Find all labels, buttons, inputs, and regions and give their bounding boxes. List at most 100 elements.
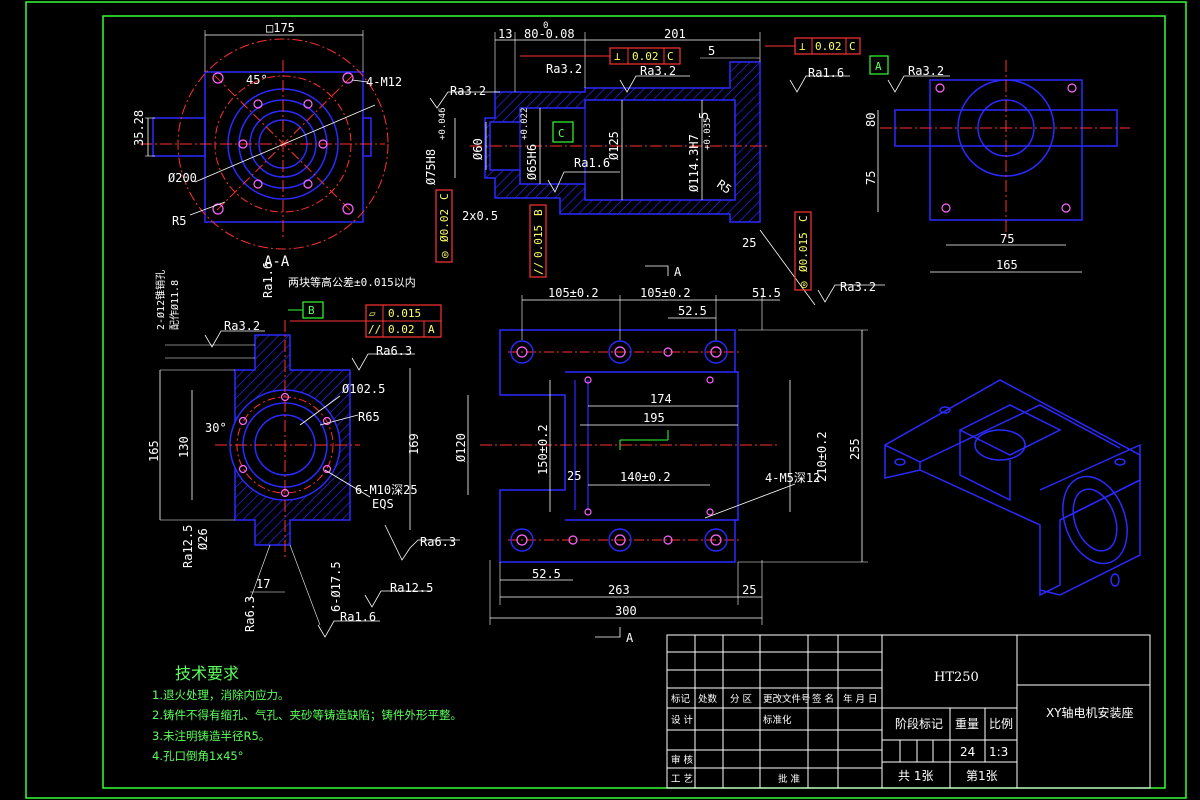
ra-12-5-aa-left: Ra12.5 [181,525,195,568]
tb-process: 工 艺 [671,774,693,785]
tb-mark: 标记 [671,693,691,705]
tb-sign: 签 名 [812,693,834,705]
svg-text:0.015: 0.015 [532,225,545,258]
svg-text:0.015: 0.015 [388,307,421,320]
dim-169-aa: 169 [407,433,421,455]
tb-scale-label: 比例 [989,717,1013,731]
dim-r5-front: R5 [172,214,186,228]
tb-stage-mark: 阶段标记 [895,716,943,731]
notes-title: 技术要求 [175,664,239,683]
ra-6-3-aa-lower: Ra6.3 [243,596,257,632]
svg-text:◎: ◎ [797,281,810,288]
dim-300: 300 [615,604,637,618]
ra-3-2-a: Ra3.2 [546,62,582,76]
right-view: 80 75 75 165 A Ra3.2 [864,55,1130,273]
tb-zone: 分 区 [730,694,753,705]
svg-text:0.02: 0.02 [632,50,659,63]
fit-114h7: +0.035 [703,117,713,150]
ra-3-2-c: Ra3.2 [450,84,486,98]
svg-text:B: B [532,209,545,216]
dim-201: 201 [664,27,686,41]
section-left-view: A-A Ra1.6 2-Ø12锥销孔 配作Ø11.8 Ra3.2 Ra6.3 3… [147,254,460,638]
svg-text://: // [368,323,381,336]
dim-80: 80-0.08 [524,27,575,41]
ra-6-3-aa-bottom: Ra6.3 [420,535,456,549]
dim-45deg: 45° [246,73,268,87]
dim-r65: R65 [358,410,380,424]
tb-sheet-no: 第1张 [966,769,998,783]
dim-5-top: 5 [708,44,715,58]
dim-75-right-v: 75 [864,171,878,185]
tb-count: 处数 [698,693,718,705]
dim-25-bottom-inner: 25 [567,469,581,483]
ra-1-6-aa: Ra1.6 [261,262,275,298]
datum-c: C [558,127,565,140]
inner-frame [102,15,1166,789]
tb-standard: 标准化 [763,714,792,726]
svg-text:0.02: 0.02 [815,40,842,53]
svg-text:◎: ◎ [438,251,451,258]
dim-30deg: 30° [205,421,227,435]
note-3: 3.未注明铸造半径R5。 [152,729,270,743]
bolt-circle [177,38,389,250]
svg-text:Ø0.015: Ø0.015 [797,232,810,272]
ra-3-2-aa: Ra3.2 [224,319,260,333]
tol-frame-2: ⊥ 0.02 C [765,37,861,55]
dim-match-11-8: 配作Ø11.8 [169,280,181,330]
dim-150: 150±0.2 [536,424,550,475]
front-view: □175 45° 4-M12 35.28 Ø200 R5 [132,21,402,250]
dim-165-aa: 165 [147,440,161,462]
bottom-view: 105±0.2 105±0.2 51.5 52.5 174 195 Ø120 1… [454,265,868,645]
dim-255: 255 [848,438,862,460]
section-top-view: 13 80-0.08 0 201 5 Ra3.2 Ra3.2 Ra1.6 Ra3… [424,21,885,306]
svg-text:C: C [849,40,856,53]
isometric-view [884,379,1141,597]
dim-165-right: 165 [996,258,1018,272]
drawing-title: XY轴电机安装座 [1046,705,1134,720]
dim-13: 13 [498,27,512,41]
title-block [666,634,1151,789]
ra-6-3-aa-top: Ra6.3 [376,344,412,358]
dim-square-175: □175 [266,21,295,35]
view-label-a-bottom: A [626,631,634,645]
tb-scale: 1:3 [989,745,1008,759]
dim-75-right-h: 75 [1000,232,1014,246]
technical-notes: 技术要求 1.退火处理，消除内应力。 2.铸件不得有缩孔、气孔、夹砂等铸造缺陷；… [152,664,462,763]
outer-frame [25,1,1187,799]
svg-text:Ø0.02: Ø0.02 [438,209,451,242]
ra-1-6-bore: Ra1.6 [574,156,610,170]
dim-2x0-5: 2x0.5 [462,209,498,223]
dim-17: 17 [256,577,270,591]
tb-weight: 24 [960,745,975,759]
dim-dia-102-5: Ø102.5 [342,382,385,396]
dim-dia-60: Ø60 [471,138,485,160]
dim-210: 210±0.2 [815,431,829,482]
note-2: 2.铸件不得有缩孔、气孔、夹砂等铸造缺陷；铸件外形平整。 [152,708,462,722]
ra-3-2-right: Ra3.2 [908,64,944,78]
fit-75h8: +0.046 [438,107,448,140]
dim-51-5: 51.5 [752,286,781,300]
svg-text:A: A [428,323,435,336]
svg-text:▱: ▱ [369,307,376,320]
tb-design: 设 计 [671,714,694,726]
ra-3-2-bottom: Ra3.2 [840,280,876,294]
tb-review: 审 核 [671,754,694,766]
flange-lug-right [362,117,372,157]
svg-text:C: C [667,50,674,63]
datum-b: B [308,304,315,317]
ra-12-5-aa-right: Ra12.5 [390,581,433,595]
dim-5-side: 5 [697,112,711,119]
dim-4-m5: 4-M5深12 [765,471,820,485]
dim-dia-65h6: Ø65H6 [525,144,539,180]
dim-130-aa: 130 [177,436,191,458]
datum-a: A [875,60,882,73]
tol-frame-4: // 0.015 B [529,204,547,278]
dim-dia-26: Ø26 [196,528,210,550]
dim-dia-75h8: Ø75H8 [424,149,438,185]
tb-weight-label: 重量 [955,717,979,731]
corner-holes [212,72,354,215]
svg-text:⊥: ⊥ [799,40,806,53]
tol-frame-aa: ▱ 0.015 // 0.02 A [290,304,442,338]
title-block-text: HT250 XY轴电机安装座 标记 处数 分 区 更改文件号 签 名 年 月 日… [671,670,1134,785]
dim-2-12-pin: 2-Ø12锥销孔 [154,270,167,330]
